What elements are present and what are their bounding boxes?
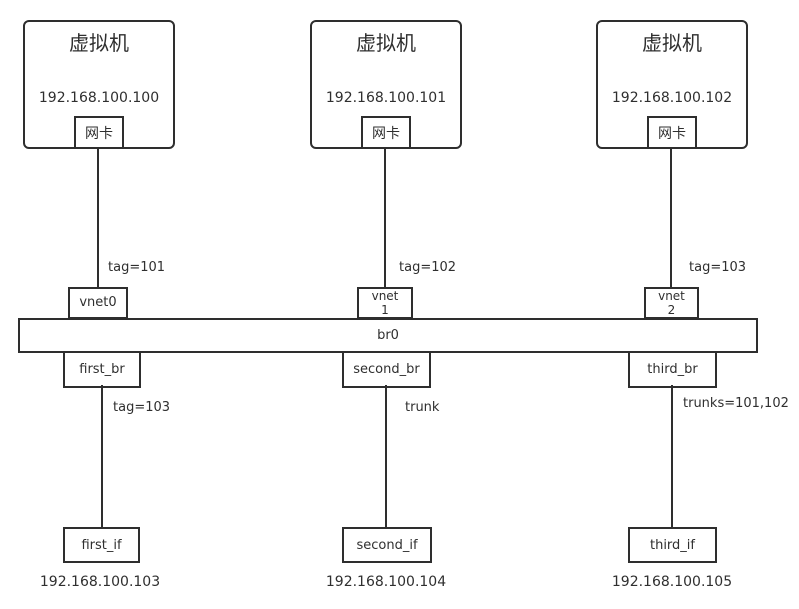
vm-title: 虚拟机 (356, 31, 416, 55)
sub-bridge-label: first_br (79, 362, 125, 377)
vm1-to-vnet0-line (97, 147, 99, 287)
vm-box-2: 虚拟机 192.168.100.101 网卡 (310, 20, 462, 149)
iface-label: third_if (649, 537, 695, 553)
vnet-label-line1: vnet (371, 289, 399, 303)
vm3-to-vnet2-line (670, 147, 672, 287)
vm-ip: 192.168.100.101 (325, 90, 447, 106)
sub-bridge-label: second_br (353, 362, 420, 377)
sub-bridge-label: third_br (647, 362, 698, 377)
sub-tag-label-2: trunk (405, 400, 440, 415)
vm-box-3: 虚拟机 192.168.100.102 网卡 (596, 20, 748, 149)
second-br-box: second_br (342, 351, 431, 388)
vm-ip: 192.168.100.100 (38, 90, 160, 106)
sub-tag-label-1: tag=103 (113, 400, 171, 415)
vm-ip: 192.168.100.102 (611, 90, 733, 106)
vm-nic-box: 网卡 (647, 116, 697, 149)
vnet-label-line2: 2 (667, 303, 676, 317)
vlan-tag-label-1: tag=101 (108, 260, 166, 275)
third-br-to-third-if-line (671, 385, 673, 529)
vnet0-box: vnet0 (68, 287, 128, 319)
first-br-box: first_br (63, 351, 141, 388)
vnet-label-line1: vnet (658, 289, 685, 303)
vm-nic-label: 网卡 (372, 125, 400, 142)
vlan-tag-label-3: tag=103 (689, 260, 747, 275)
vm-title: 虚拟机 (69, 31, 129, 55)
third-if-box: third_if (628, 527, 717, 563)
bridge-bar: br0 (18, 318, 758, 353)
iface-label: first_if (81, 537, 122, 553)
vm-box-1: 虚拟机 192.168.100.100 网卡 (23, 20, 175, 149)
iface-ip-label-2: 192.168.100.104 (325, 574, 447, 590)
vm-nic-label: 网卡 (658, 125, 686, 142)
vnet-label-line2: 1 (381, 303, 389, 317)
vm-nic-box: 网卡 (74, 116, 124, 149)
iface-ip-label-1: 192.168.100.103 (39, 574, 161, 590)
vnet-label-line1: vnet0 (79, 295, 117, 310)
vm2-to-vnet1-line (384, 147, 386, 287)
iface-label: second_if (356, 537, 418, 553)
first-br-to-first-if-line (101, 385, 103, 529)
iface-ip-label-3: 192.168.100.105 (611, 574, 733, 590)
vlan-tag-label-2: tag=102 (399, 260, 457, 275)
vm-title: 虚拟机 (642, 31, 702, 55)
bridge-label: br0 (377, 328, 399, 343)
first-if-box: first_if (63, 527, 140, 563)
second-if-box: second_if (342, 527, 432, 563)
second-br-to-second-if-line (385, 385, 387, 529)
vm-nic-box: 网卡 (361, 116, 411, 149)
third-br-box: third_br (628, 351, 717, 388)
sub-tag-label-3: trunks=101,102 (683, 396, 789, 411)
vm-nic-label: 网卡 (85, 125, 113, 142)
